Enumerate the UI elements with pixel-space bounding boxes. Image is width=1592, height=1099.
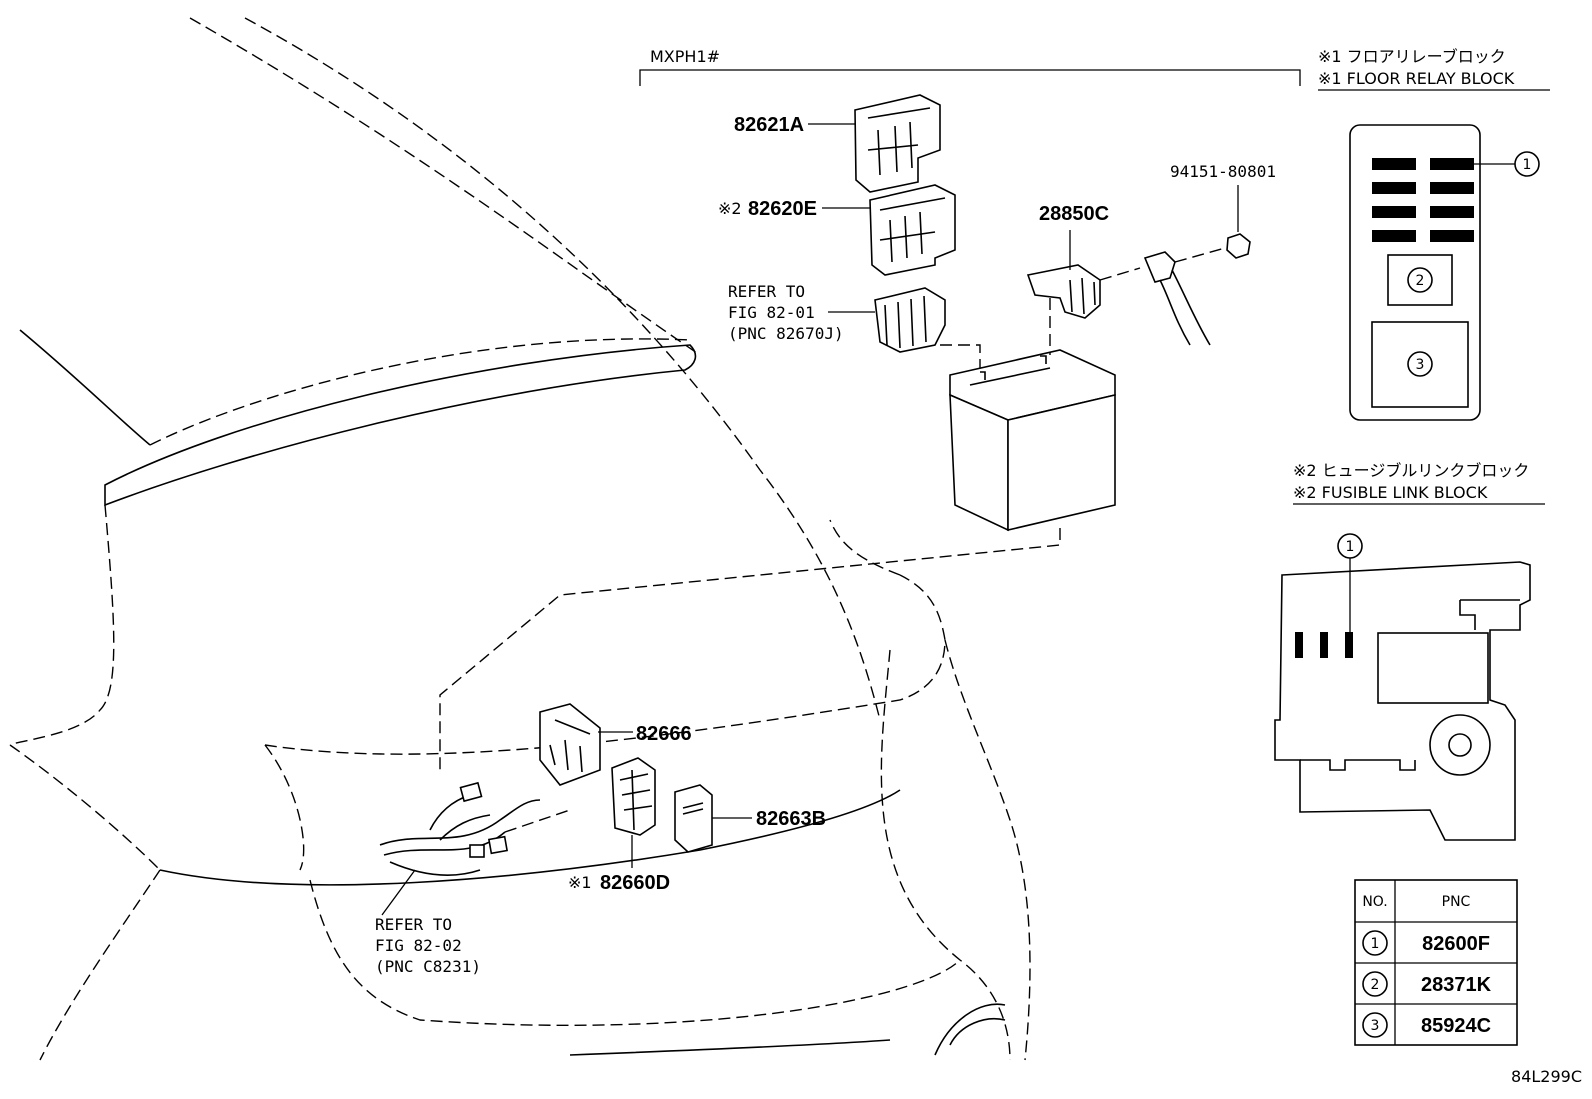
- part-28850C: 28850C: [1026, 203, 1109, 355]
- model-label: MXPH1#: [650, 47, 720, 66]
- callout-1-relay: [1514, 151, 1540, 177]
- label-82663B: 82663B: [756, 808, 826, 830]
- ref1-line2: FIG 82-01: [728, 303, 815, 322]
- part-82663B: 82663B: [674, 784, 826, 853]
- ref1-line1: REFER TO: [728, 282, 805, 301]
- pnc-table: NO. PNC 1 82600F 2 28371K 3 85924C: [1354, 879, 1518, 1046]
- note1-jp: ※1 フロアリレーブロック: [1318, 47, 1506, 66]
- mark-82620E: ※2: [718, 199, 742, 218]
- label-82621A: 82621A: [734, 114, 804, 136]
- table-row-3-no: 3: [1371, 1018, 1380, 1034]
- table-row-2-no: 2: [1371, 977, 1380, 993]
- label-82666: 82666: [636, 723, 692, 745]
- label-82620E: 82620E: [748, 198, 817, 220]
- table-row-3-pnc: 85924C: [1421, 1015, 1491, 1037]
- label-82660D: 82660D: [600, 872, 670, 894]
- fusible-link-block-detail: 1: [1274, 533, 1531, 841]
- note2-jp: ※2 ヒュージブルリンクブロック: [1293, 461, 1529, 480]
- fusible-link-note: ※2 ヒュージブルリンクブロック ※2 FUSIBLE LINK BLOCK: [1293, 461, 1545, 505]
- model-bracket: MXPH1#: [639, 47, 1301, 86]
- ref2-line2: FIG 82-02: [375, 936, 462, 955]
- ref1-line3: (PNC 82670J): [728, 324, 844, 343]
- table-header-no: NO.: [1362, 894, 1387, 910]
- ref2-line3: (PNC C8231): [375, 957, 481, 976]
- table-row-1-pnc: 82600F: [1422, 933, 1490, 955]
- label-28850C: 28850C: [1039, 203, 1109, 225]
- mark-82660D: ※1: [568, 873, 592, 892]
- table-header-pnc: PNC: [1442, 894, 1471, 910]
- svg-text:1: 1: [1346, 539, 1355, 555]
- part-82620E: ※2 82620E: [718, 184, 956, 276]
- battery: [439, 349, 1116, 770]
- callout-1-fusible: [1337, 533, 1363, 559]
- note1-en: ※1 FLOOR RELAY BLOCK: [1318, 69, 1515, 88]
- part-82666: 82666: [539, 703, 692, 786]
- label-94151-80801: 94151-80801: [1170, 162, 1276, 181]
- ref2-line1: REFER TO: [375, 915, 452, 934]
- vehicle-body-outline: [9, 17, 1031, 1061]
- table-row-2-pnc: 28371K: [1421, 974, 1492, 996]
- figure-code: 84L299C: [1511, 1067, 1582, 1086]
- part-94151-80801: 94151-80801: [1099, 162, 1276, 346]
- wire-harness-c8231: REFER TO FIG 82-02 (PNC C8231): [375, 781, 571, 976]
- svg-text:1: 1: [1523, 157, 1532, 173]
- part-82621A: 82621A: [734, 94, 941, 193]
- callout-2-relay: [1407, 267, 1433, 293]
- note2-en: ※2 FUSIBLE LINK BLOCK: [1293, 483, 1488, 502]
- part-ref-82670J: REFER TO FIG 82-01 (PNC 82670J): [728, 282, 981, 375]
- floor-relay-note: ※1 フロアリレーブロック ※1 FLOOR RELAY BLOCK: [1318, 47, 1550, 91]
- callout-3-relay: [1407, 351, 1433, 377]
- svg-text:2: 2: [1416, 273, 1425, 289]
- table-row-1-no: 1: [1371, 936, 1380, 952]
- floor-relay-block-detail: 1 2 3: [1349, 124, 1540, 421]
- part-82660D: ※1 82660D: [568, 757, 670, 894]
- svg-text:3: 3: [1416, 357, 1425, 373]
